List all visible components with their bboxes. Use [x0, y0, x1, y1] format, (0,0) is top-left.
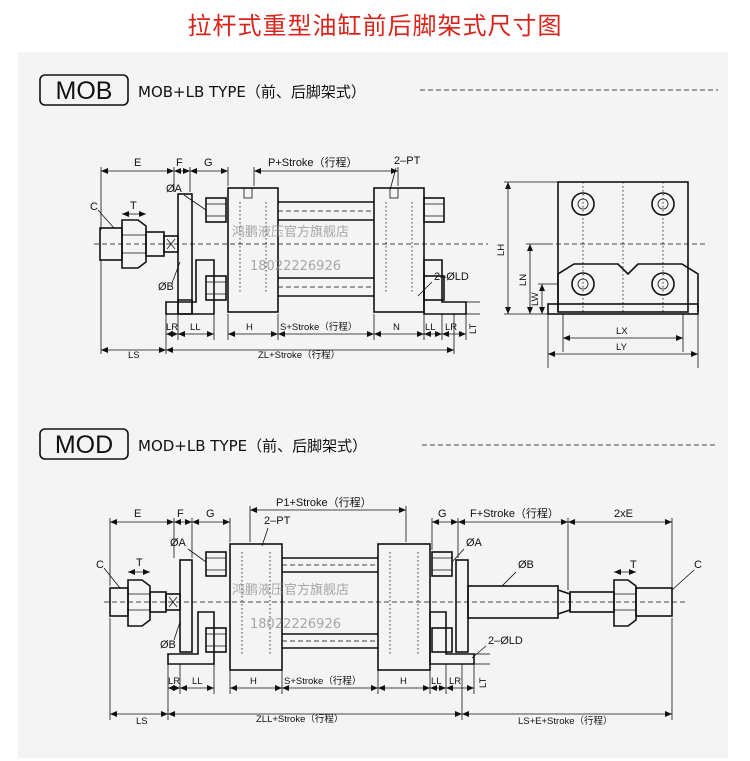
mob-nut — [205, 197, 227, 223]
mod-front-head — [179, 559, 193, 653]
mob-dim-LN: LN — [518, 274, 529, 286]
mob-dim-T: T — [130, 200, 137, 212]
mob-section: MOB MOB+LB TYPE（前、后脚架式） — [39, 74, 718, 368]
mod-dim-F: F — [177, 508, 184, 520]
mod-badge — [39, 428, 129, 460]
mod-dim-S-stroke: S+Stroke（行程） — [284, 675, 361, 687]
mod-dim-T: T — [136, 557, 143, 569]
mod-dim-F-stroke: F+Stroke（行程） — [470, 507, 559, 520]
mob-heading: MOB+LB TYPE（前、后脚架式） — [138, 83, 366, 101]
mod-dim-E: E — [134, 508, 141, 520]
mob-dim-B: ØB — [158, 281, 174, 293]
mob-dim-LX: LX — [616, 326, 628, 337]
mod-front-block — [229, 543, 283, 671]
mob-end-view: LH LN LW LX LY — [496, 181, 708, 368]
mod-dim-LT: LT — [478, 677, 489, 688]
mod-dim-LL2: LL — [431, 676, 442, 687]
mob-dim-G: G — [204, 157, 213, 169]
watermark-shop: 鸿鹏液压官方旗舰店 — [232, 224, 349, 240]
mod-dim-LSE-stroke: LS+E+Stroke（行程） — [518, 715, 613, 727]
mob-nut — [423, 197, 445, 223]
mod-dim-B2: ØB — [518, 559, 534, 571]
mob-rod-nut — [121, 219, 147, 269]
drawing-sheet: MOB MOB+LB TYPE（前、后脚架式） — [18, 52, 728, 758]
mod-dim-G: G — [206, 508, 215, 520]
mob-dim-P-stroke: P+Stroke（行程） — [268, 156, 358, 169]
mob-dim-LW: LW — [530, 292, 541, 306]
mod-side-view: E F G P1+Stroke（行程） 2–PT G F+Stroke（行程） … — [96, 496, 702, 727]
mob-nut — [205, 275, 227, 301]
mob-dim-H: H — [246, 322, 253, 333]
mob-badge-text: MOB — [56, 77, 113, 105]
mod-dim-B: ØB — [160, 639, 176, 651]
watermark-phone-2: 18022226926 — [250, 617, 341, 632]
mod-dim-H: H — [250, 676, 257, 687]
mob-dim-LL2: LL — [425, 322, 436, 333]
mob-bolt — [651, 272, 675, 296]
mod-dim-H2: H — [400, 676, 407, 687]
mod-rear-head — [455, 559, 469, 653]
mob-dim-N: N — [393, 322, 400, 333]
mob-bolt — [651, 192, 675, 216]
mod-dim-2LD: 2–ØLD — [488, 635, 523, 647]
mob-dim-2LD: 2–ØLD — [434, 271, 469, 283]
mod-nut — [205, 627, 227, 653]
mod-heading: MOD+LB TYPE（前、后脚架式） — [138, 437, 367, 455]
mob-dim-LH: LH — [496, 244, 507, 256]
mob-side-view: E F G P+Stroke（行程） 2–PT C T ØA ØB 2–ØLD — [90, 155, 488, 361]
page-title: 拉杆式重型油缸前后脚架式尺寸图 — [187, 12, 563, 40]
mob-dim-E: E — [134, 157, 141, 169]
mod-dim-LR2: LR — [449, 676, 461, 687]
mob-bolt — [571, 192, 595, 216]
mod-dim-C2: C — [694, 559, 702, 571]
mob-dim-ZL-stroke: ZL+Stroke（行程） — [258, 349, 340, 361]
mod-dim-ZLL-stroke: ZLL+Stroke（行程） — [256, 713, 343, 725]
mob-dim-S-stroke: S+Stroke（行程） — [280, 321, 357, 333]
mod-dim-LL: LL — [192, 676, 203, 687]
watermark-shop-2: 鸿鹏液压官方旗舰店 — [232, 582, 349, 598]
mob-bolt — [571, 272, 595, 296]
mod-dim-A: ØA — [170, 537, 187, 549]
mob-dim-LT: LT — [468, 323, 479, 334]
mob-badge — [39, 74, 129, 106]
mod-rear-block — [377, 543, 431, 671]
mod-dim-G2: G — [438, 508, 447, 520]
mod-dim-2xE: 2xE — [614, 508, 633, 520]
mob-dim-LL: LL — [190, 322, 201, 333]
mob-front-block — [227, 187, 279, 313]
mod-badge-text: MOD — [55, 431, 113, 459]
mod-rear-nut — [613, 579, 637, 627]
mod-dim-P1-stroke: P1+Stroke（行程） — [276, 496, 372, 509]
mod-section: MOD MOD+LB TYPE（前、后脚架式） — [39, 428, 718, 727]
mob-dim-A: ØA — [166, 183, 183, 195]
mod-nut — [205, 551, 227, 577]
mob-dim-C: C — [90, 201, 98, 213]
mod-dim-LR: LR — [168, 676, 180, 687]
mob-rear-block — [373, 187, 425, 313]
mod-dim-2PT: 2–PT — [264, 515, 291, 527]
mod-dim-LS: LS — [136, 716, 148, 727]
mod-dim-A2: ØA — [466, 537, 483, 549]
mob-dim-F: F — [176, 157, 183, 169]
mob-dim-LY: LY — [616, 342, 628, 353]
mod-dim-T2: T — [630, 559, 637, 571]
mob-rear-foot — [423, 259, 467, 315]
mob-dim-LR2: LR — [445, 322, 457, 333]
technical-drawing: MOB MOB+LB TYPE（前、后脚架式） — [39, 74, 718, 727]
mod-nut — [431, 627, 453, 653]
mob-dim-LR: LR — [166, 322, 178, 333]
mob-dim-LS: LS — [128, 350, 140, 361]
mod-dim-C: C — [96, 559, 104, 571]
mob-front-head — [177, 193, 193, 315]
mob-end-base — [547, 303, 699, 315]
watermark-phone: 18022226926 — [250, 259, 341, 274]
mob-dim-2PT: 2–PT — [394, 155, 421, 167]
mod-nut — [431, 551, 453, 577]
